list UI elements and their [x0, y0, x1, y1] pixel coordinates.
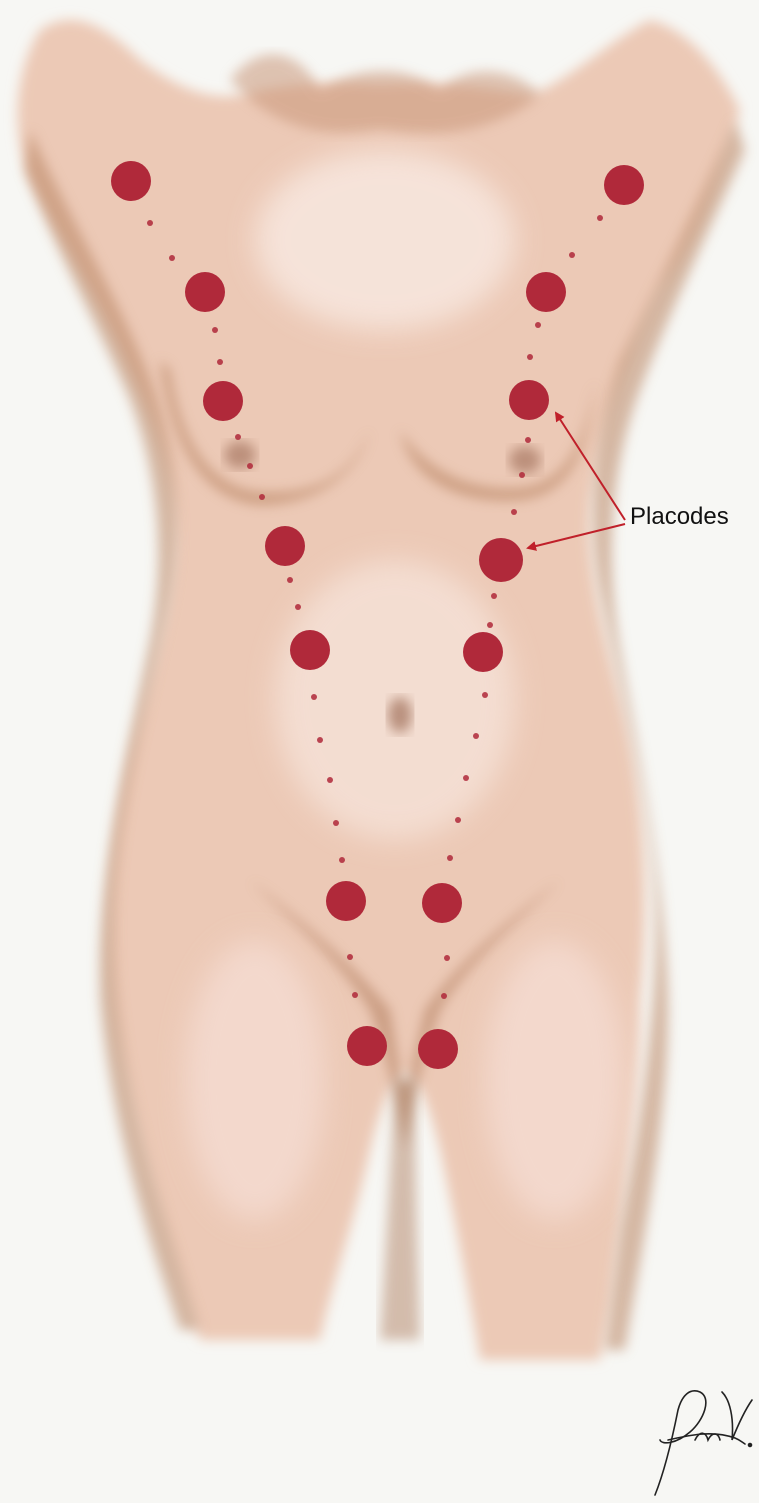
placode	[479, 538, 523, 582]
placode	[290, 630, 330, 670]
thigh-right-highlight	[485, 940, 625, 1220]
placode	[347, 1026, 387, 1066]
artist-signature-icon	[655, 1391, 752, 1495]
placode	[604, 165, 644, 205]
chest-highlight	[255, 150, 515, 330]
torso-body	[18, 20, 745, 1360]
placode	[463, 632, 503, 672]
placode	[326, 881, 366, 921]
thigh-left-highlight	[185, 940, 325, 1220]
placode	[111, 161, 151, 201]
navel	[388, 697, 412, 733]
placode	[509, 380, 549, 420]
placode	[422, 883, 462, 923]
placode	[203, 381, 243, 421]
placode	[526, 272, 566, 312]
leg-gap-shadow	[380, 1080, 420, 1340]
nipple-right	[509, 446, 541, 474]
placode	[185, 272, 225, 312]
placodes-label: Placodes	[630, 503, 729, 531]
placode	[265, 526, 305, 566]
placode	[418, 1029, 458, 1069]
